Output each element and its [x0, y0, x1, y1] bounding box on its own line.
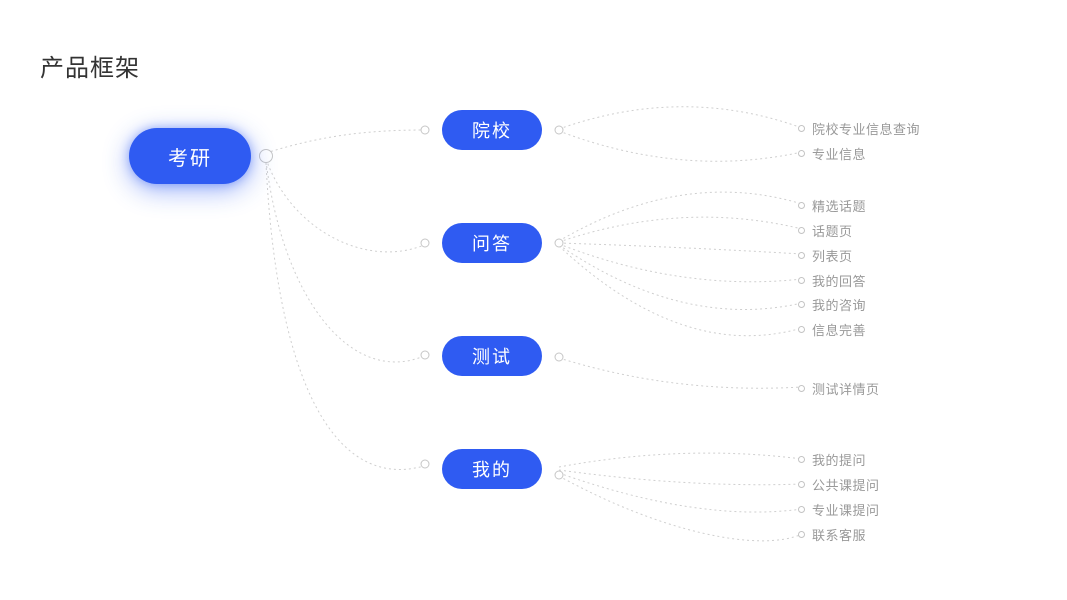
leaf-dot-icon	[798, 300, 805, 308]
leaf-dot-icon	[798, 384, 805, 392]
root-branch-connectors	[265, 129, 425, 470]
branch-left-dot	[420, 125, 430, 135]
node-branch-wode[interactable]: 我的	[442, 449, 542, 489]
node-branch-label: 院校	[472, 121, 512, 141]
leaf-dot-icon	[798, 455, 805, 463]
branch-left-dot	[420, 238, 430, 248]
leaf-item[interactable]: 列表页	[798, 245, 853, 265]
leaf-label: 公共课提问	[812, 477, 880, 493]
leaf-item[interactable]: 我的回答	[798, 270, 866, 290]
branch-right-dot	[554, 352, 564, 362]
leaf-label: 列表页	[812, 248, 853, 264]
branch-right-dot	[554, 470, 564, 480]
leaf-item[interactable]: 院校专业信息查询	[798, 118, 920, 138]
leaf-dot-icon	[798, 505, 805, 513]
leaf-label: 专业课提问	[812, 502, 880, 518]
leaf-dot-icon	[798, 251, 805, 259]
node-root-label: 考研	[168, 147, 212, 170]
leaf-label: 我的回答	[812, 273, 867, 289]
node-branch-ceshi[interactable]: 测试	[442, 336, 542, 376]
leaf-dot-icon	[798, 201, 805, 209]
leaf-dot-icon	[798, 124, 805, 132]
leaf-item[interactable]: 我的提问	[798, 449, 866, 469]
leaf-item[interactable]: 专业信息	[798, 143, 866, 163]
leaf-label: 专业信息	[812, 146, 867, 162]
leaf-label: 精选话题	[812, 198, 867, 214]
node-branch-yuanxiao[interactable]: 院校	[442, 110, 542, 150]
branch-left-dot	[420, 350, 430, 360]
leaf-label: 联系客服	[812, 527, 867, 543]
leaf-item[interactable]: 话题页	[798, 220, 853, 240]
root-connector-dot	[259, 149, 273, 163]
connector-dots	[259, 125, 564, 480]
node-branch-wenda[interactable]: 问答	[442, 223, 542, 263]
leaf-label: 院校专业信息查询	[812, 121, 921, 137]
branch-leaf-connectors	[558, 106, 803, 542]
node-branch-label: 我的	[472, 460, 512, 480]
leaf-dot-icon	[798, 530, 805, 538]
branch-left-dot	[420, 459, 430, 469]
leaf-item[interactable]: 公共课提问	[798, 474, 880, 494]
leaf-dot-icon	[798, 149, 805, 157]
leaf-item[interactable]: 联系客服	[798, 524, 866, 544]
leaf-label: 我的提问	[812, 452, 867, 468]
branch-right-dot	[554, 238, 564, 248]
leaf-dot-icon	[798, 480, 805, 488]
leaf-item[interactable]: 精选话题	[798, 195, 866, 215]
leaf-label: 我的咨询	[812, 297, 867, 313]
leaf-item[interactable]: 专业课提问	[798, 499, 880, 519]
leaf-label: 信息完善	[812, 322, 867, 338]
node-branch-label: 测试	[472, 347, 512, 367]
leaf-item[interactable]: 信息完善	[798, 319, 866, 339]
leaf-label: 话题页	[812, 223, 853, 239]
leaf-dot-icon	[798, 276, 805, 284]
page-title: 产品框架	[40, 55, 140, 82]
branch-right-dot	[554, 125, 564, 135]
leaf-label: 测试详情页	[812, 381, 880, 397]
leaf-dot-icon	[798, 226, 805, 234]
leaf-dot-icon	[798, 325, 805, 333]
node-branch-label: 问答	[472, 234, 512, 254]
node-root-kaoyan[interactable]: 考研	[129, 128, 251, 184]
leaf-item[interactable]: 测试详情页	[798, 378, 880, 398]
leaf-item[interactable]: 我的咨询	[798, 294, 866, 314]
